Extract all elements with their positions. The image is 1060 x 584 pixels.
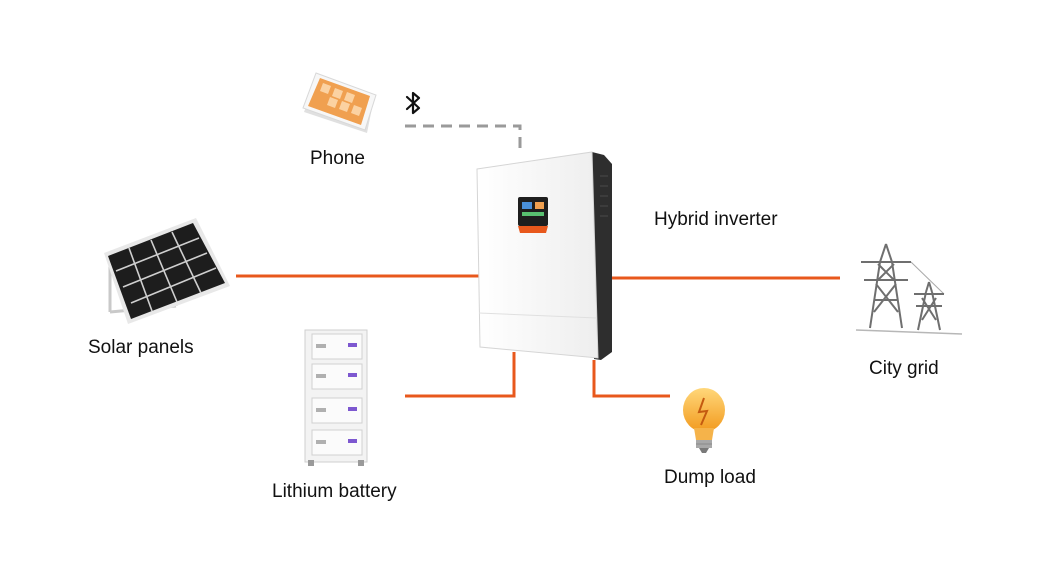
city-grid-label: City grid — [869, 358, 939, 379]
phone-icon — [302, 72, 377, 133]
line-phone-inverter-bluetooth — [405, 124, 522, 154]
hybrid-inverter-icon — [476, 151, 612, 360]
line-inverter-battery — [405, 352, 516, 398]
lithium-battery-icon — [304, 329, 368, 466]
light-bulb-icon — [683, 388, 725, 453]
solar-panel-icon — [104, 218, 230, 324]
inverter-display — [518, 197, 548, 226]
dump-load-label: Dump load — [664, 467, 756, 488]
hybrid-inverter-label: Hybrid inverter — [654, 209, 778, 230]
solar-panels-label: Solar panels — [88, 337, 194, 358]
lithium-battery-label: Lithium battery — [272, 481, 397, 502]
line-inverter-dumpload — [592, 360, 670, 398]
phone-label: Phone — [310, 148, 365, 169]
power-tower-icon — [855, 243, 963, 335]
bluetooth-icon — [405, 91, 421, 115]
